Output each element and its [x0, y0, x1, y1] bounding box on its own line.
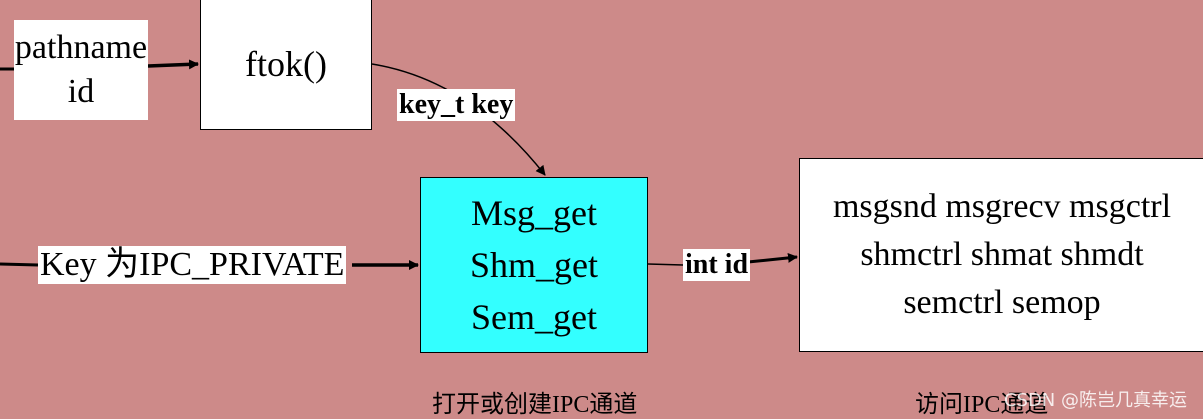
caption-access: 访问IPC通道: [915, 392, 1049, 418]
sem-get-text: Sem_get: [471, 297, 597, 337]
private-key-text: Key 为IPC_PRIVATE: [40, 246, 345, 283]
pathname-id-box: pathname id: [14, 20, 148, 120]
msg-ops-text: msgsnd msgrecv msgctrl: [832, 188, 1172, 225]
ftok-box: ftok(): [200, 0, 372, 130]
csdn-watermark: CSDN @陈岂几真幸运: [1003, 390, 1187, 411]
shm-ops-text: shmctrl shmat shmdt: [860, 236, 1144, 273]
arrow-id-to-ops: [747, 252, 798, 264]
line-left-to-private-key: [0, 262, 39, 267]
pathname-text: pathname: [14, 29, 148, 66]
shm-get-text: Shm_get: [469, 245, 598, 285]
int-id-label: int id: [683, 249, 751, 281]
caption-open-create: 打开或创建IPC通道: [432, 392, 638, 418]
sem-ops-text: semctrl semop: [903, 284, 1101, 321]
get-box: Msg_get Shm_get Sem_get: [420, 177, 648, 353]
ftok-text: ftok(): [245, 44, 327, 84]
arrow-pathname-to-ftok: [147, 59, 199, 70]
line-get-to-id: [647, 263, 684, 266]
int-id-text: int id: [685, 249, 749, 280]
ops-box: msgsnd msgrecv msgctrl shmctrl shmat shm…: [799, 158, 1203, 352]
private-key-label: Key 为IPC_PRIVATE: [38, 246, 347, 284]
msg-get-text: Msg_get: [471, 193, 597, 233]
key-t-key-text: key_t key: [399, 89, 514, 120]
key-t-key-label: key_t key: [397, 89, 516, 121]
id-text: id: [67, 73, 95, 110]
